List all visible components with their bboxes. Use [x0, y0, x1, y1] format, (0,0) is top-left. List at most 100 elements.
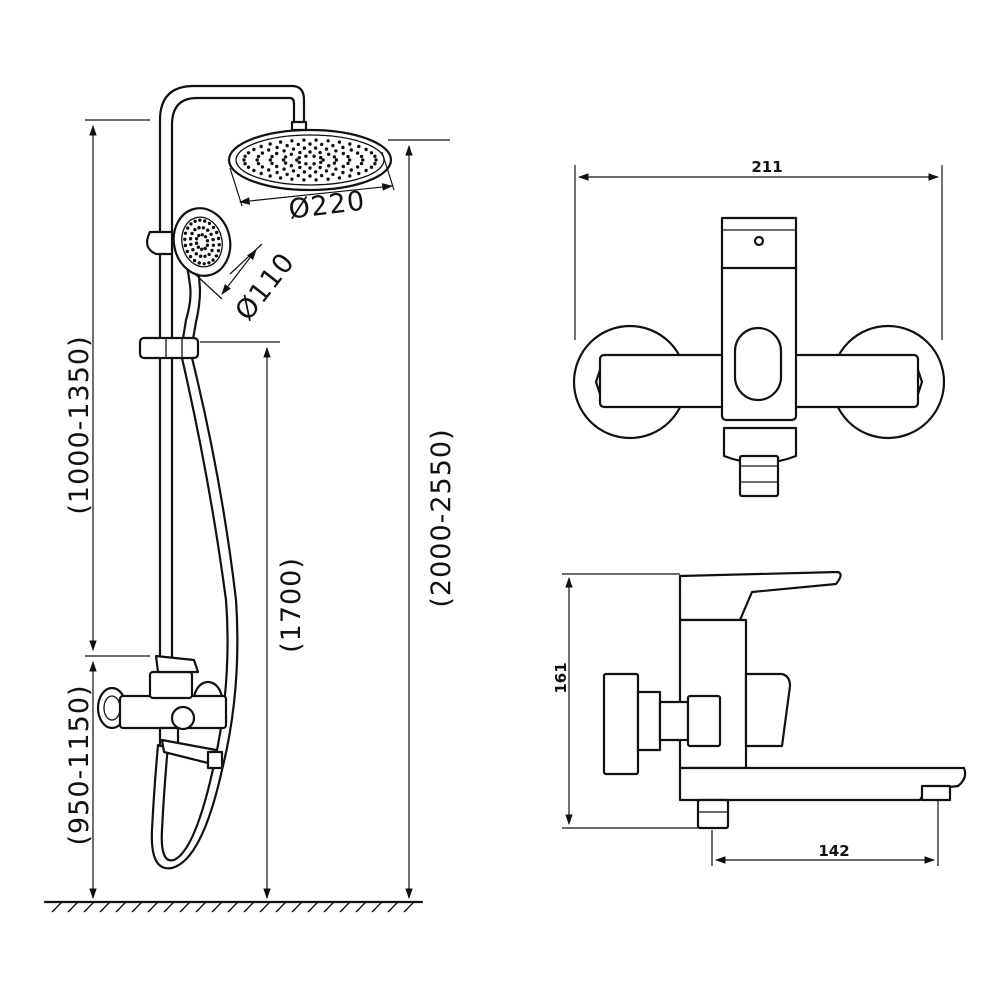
nozzle-dot — [275, 151, 279, 156]
nozzle-dot — [194, 241, 199, 245]
nozzle-dot — [318, 150, 322, 155]
nozzle-dot — [198, 218, 202, 222]
nozzle-dot — [270, 154, 274, 159]
mixer-side-view: 161 142 — [552, 570, 967, 866]
nozzle-dot — [331, 143, 335, 148]
nozzle-dot — [302, 178, 306, 182]
rain-shower-head — [227, 120, 393, 192]
nozzle-dot — [364, 168, 368, 173]
nozzle-dot — [190, 231, 194, 236]
nozzle-dot — [359, 154, 364, 159]
nozzle-dot — [308, 174, 312, 178]
floor-hatch-line — [67, 901, 79, 913]
nozzle-dot — [278, 140, 283, 144]
nozzle-dot — [320, 173, 324, 178]
nozzle-dot — [216, 249, 221, 253]
nozzle-dot — [346, 154, 350, 159]
nozzle-dot — [313, 170, 318, 174]
nozzle-dot — [243, 154, 247, 158]
floor-hatch-line — [307, 901, 319, 913]
nozzle-dot — [348, 142, 352, 146]
nozzle-dot — [332, 155, 337, 159]
nozzle-dot — [357, 144, 361, 149]
nozzle-dot — [312, 162, 316, 166]
nozzle-dot — [255, 158, 259, 162]
nozzle-dot — [295, 158, 299, 162]
nozzle-dot — [355, 151, 360, 155]
nozzle-dot — [285, 172, 289, 177]
nozzle-dot — [320, 142, 324, 147]
nozzle-dot — [205, 239, 210, 243]
floor-hatch-line — [275, 901, 287, 913]
nozzle-dot — [275, 170, 279, 175]
floor-hatch-line — [371, 901, 383, 913]
nozzle-dot — [188, 237, 193, 241]
nozzle-dot — [304, 162, 308, 166]
nozzle-dot — [373, 162, 377, 166]
nozzle-dot — [296, 173, 300, 178]
nozzle-dot — [297, 155, 301, 160]
floor-hatch-line — [339, 901, 351, 913]
nozzle-dot — [297, 160, 301, 165]
nozzle-dot — [194, 252, 198, 256]
nozzle-dot — [291, 169, 296, 173]
nozzle-dot — [349, 168, 353, 172]
hand-shower — [145, 207, 232, 347]
nozzle-dot — [337, 140, 342, 144]
nozzle-dot — [326, 139, 330, 143]
nozzle-dot — [308, 150, 312, 154]
nozzle-dot — [373, 154, 377, 158]
nozzle-dot — [194, 237, 199, 241]
nozzle-dot — [189, 242, 193, 247]
nozzle-dot — [334, 158, 339, 162]
floor-hatch-line — [403, 901, 415, 913]
nozzle-dot — [319, 160, 323, 165]
floor-hatch-line — [355, 901, 367, 913]
nozzle-dot — [349, 148, 353, 152]
nozzle-dot — [268, 174, 272, 178]
nozzle-dot — [285, 143, 289, 148]
nozzle-dot — [260, 151, 265, 155]
nozzle-dot — [203, 219, 207, 223]
nozzle-dot — [291, 147, 296, 151]
nozzle-dot — [361, 158, 365, 162]
floor-hatch-line — [115, 901, 127, 913]
nozzle-dot — [207, 252, 211, 257]
nozzle-dot — [374, 158, 378, 162]
nozzle-dot — [282, 167, 286, 171]
overall-height-label: (2000-2550) — [426, 428, 457, 607]
nozzle-dot — [217, 243, 221, 247]
nozzle-dot — [304, 154, 308, 158]
nozzle-dot — [242, 158, 246, 162]
nozzle-dot — [252, 168, 256, 173]
bath-mixer-front — [96, 654, 228, 770]
nozzle-dot — [207, 221, 212, 226]
nozzle-dot — [321, 158, 325, 162]
nozzle-dot — [211, 243, 216, 247]
nozzle-dot — [341, 145, 345, 150]
floor-hatch-line — [227, 901, 239, 913]
nozzle-dot — [357, 171, 361, 176]
nozzle-dot — [192, 258, 197, 263]
nozzle-dot — [324, 169, 329, 173]
nozzle-dot — [200, 247, 204, 251]
nozzle-dot — [308, 166, 312, 170]
slide-bar-height-label: (1700) — [276, 557, 307, 653]
floor-hatch-line — [243, 901, 255, 913]
nozzle-dot — [283, 161, 288, 165]
nozzle-dot — [312, 154, 316, 158]
floor-hatch — [43, 900, 424, 913]
nozzle-dot — [188, 254, 193, 259]
nozzle-dot — [200, 233, 204, 237]
nozzle-dot — [346, 161, 350, 166]
mixer-depth-label: 161 — [552, 662, 570, 693]
nozzle-dot — [246, 165, 251, 169]
nozzle-dot — [206, 228, 210, 232]
nozzle-dot — [211, 258, 215, 262]
mixer-width-label: 211 — [751, 158, 782, 176]
floor-hatch-line — [163, 901, 175, 913]
nozzle-dot — [259, 171, 263, 176]
nozzle-dot — [302, 146, 307, 150]
nozzle-dot — [319, 155, 323, 160]
